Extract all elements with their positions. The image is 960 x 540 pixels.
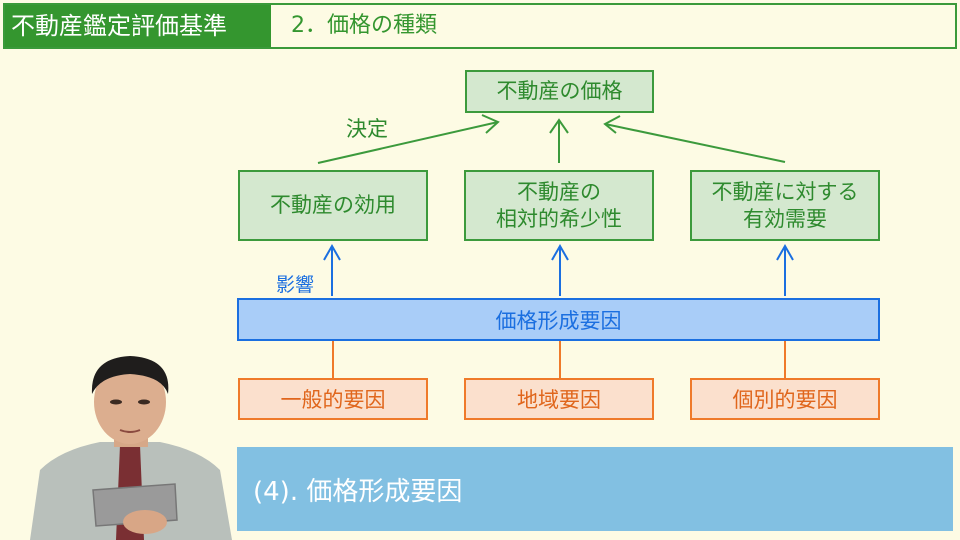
section-title: 2．価格の種類 xyxy=(291,13,437,38)
node-scarcity-line1: 不動産の xyxy=(517,180,601,205)
arrowhead-center xyxy=(549,118,569,134)
section-banner: (4). 価格形成要因 xyxy=(237,447,953,531)
arrowhead-blue-center xyxy=(551,243,569,261)
course-title: 不動産鑑定評価基準 xyxy=(5,5,271,47)
factor-bar: 価格形成要因 xyxy=(237,298,880,341)
node-scarcity-line2: 相対的希少性 xyxy=(496,206,622,231)
node-demand-line2: 有効需要 xyxy=(743,206,827,231)
label-influence: 影響 xyxy=(276,274,315,296)
label-decide: 決定 xyxy=(346,117,388,141)
node-individual-factors: 個別的要因 xyxy=(690,378,880,420)
arrow-demand-to-price xyxy=(604,123,786,163)
presenter-face xyxy=(94,360,166,444)
presenter-hand xyxy=(123,510,167,534)
node-regional-factors: 地域要因 xyxy=(464,378,654,420)
node-utility: 不動産の効用 xyxy=(238,170,428,241)
node-relative-scarcity: 不動産の 相対的希少性 xyxy=(464,170,654,241)
node-general-factors: 一般的要因 xyxy=(238,378,428,420)
node-demand-line1: 不動産に対する xyxy=(711,180,859,205)
slide-header: 不動産鑑定評価基準 2．価格の種類 xyxy=(3,3,957,49)
arrowhead-right xyxy=(603,115,621,134)
node-effective-demand: 不動産に対する 有効需要 xyxy=(690,170,880,241)
arrow-utility-to-price xyxy=(317,121,499,164)
presenter-hair xyxy=(91,356,169,394)
arrowhead-blue-right xyxy=(776,243,794,261)
presenter-image xyxy=(30,356,232,540)
arrowhead-blue-left xyxy=(323,243,341,261)
node-real-estate-price: 不動産の価格 xyxy=(465,70,654,113)
arrowhead-left xyxy=(481,114,500,134)
node-utility-line1: 不動産の効用 xyxy=(270,193,396,218)
